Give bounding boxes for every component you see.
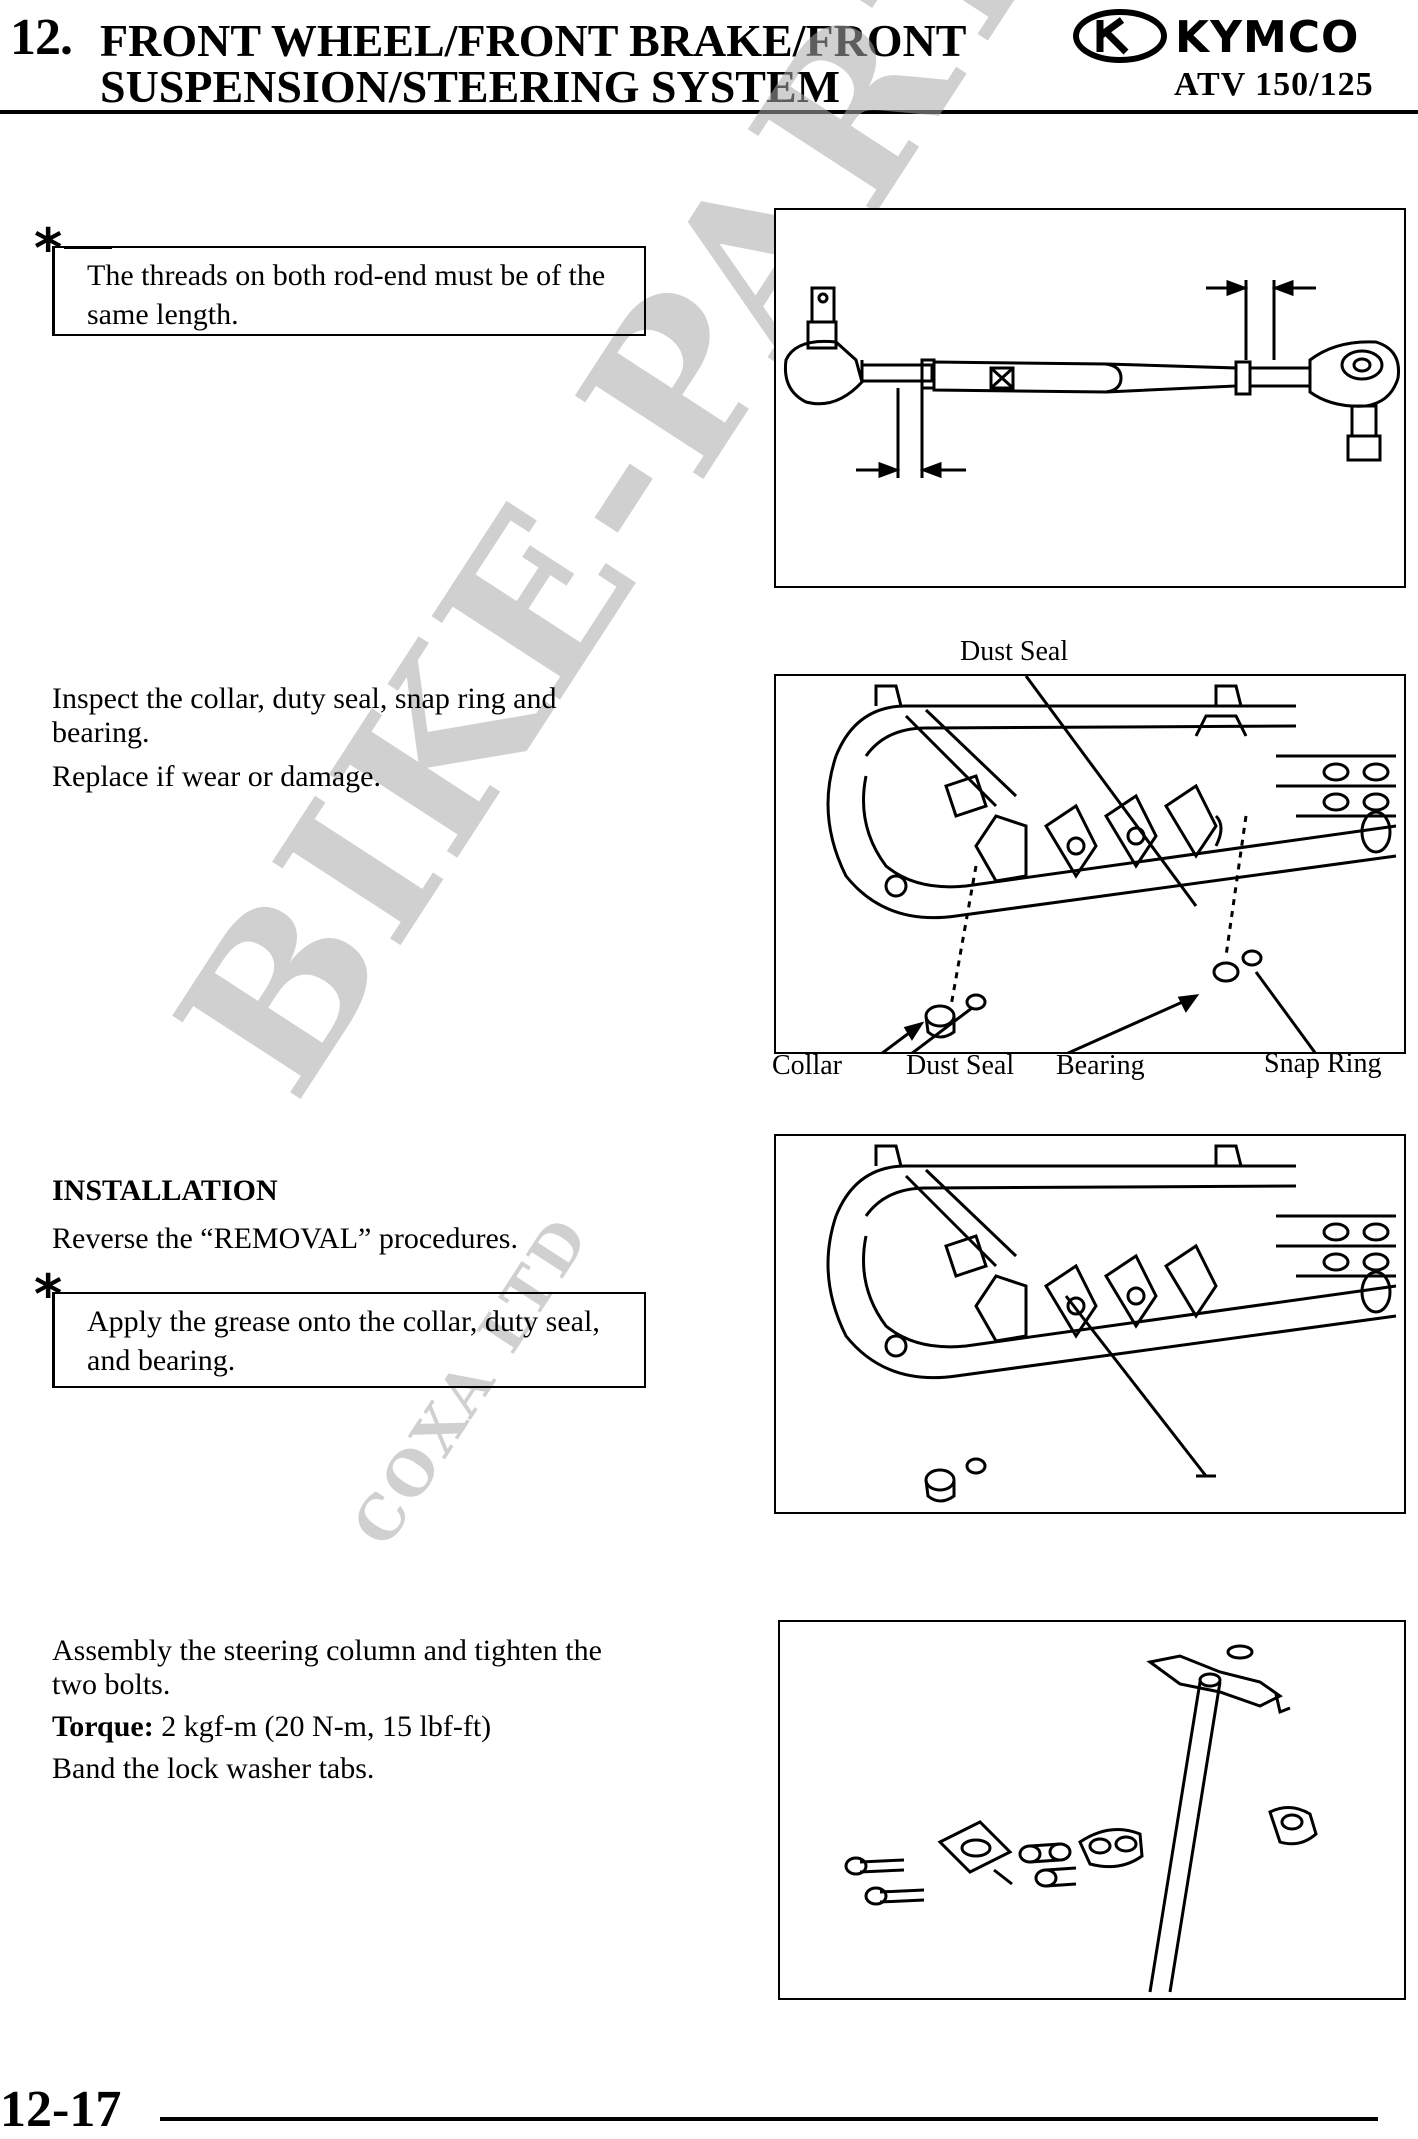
installation-heading: INSTALLATION [52, 1174, 278, 1207]
footer-rule [160, 2117, 1378, 2121]
chapter-number: 12. [10, 9, 73, 66]
label-bearing: Bearing [1056, 1050, 1145, 1081]
torque-label: Torque: [52, 1710, 154, 1743]
lock-washer-text: Band the lock washer tabs. [52, 1752, 375, 1785]
tie-rod-figure [774, 208, 1406, 588]
label-collar: Collar [772, 1050, 842, 1081]
note-asterisk-icon: * [34, 1263, 63, 1326]
assembly-text: Assembly the steering column and tighten… [52, 1634, 602, 1701]
label-snap-ring: Snap Ring [1264, 1048, 1382, 1079]
grease-note: Apply the grease onto the collar, duty s… [52, 1292, 646, 1388]
installation-text: Reverse the “REMOVAL” procedures. [52, 1222, 518, 1255]
header-rule [0, 110, 1418, 114]
a-arm-assembled-figure [774, 1134, 1406, 1514]
page-title-line1: FRONT WHEEL/FRONT BRAKE/FRONT [100, 15, 967, 66]
page-number: 12-17 [0, 2081, 122, 2138]
steering-column-figure [778, 1620, 1406, 2000]
torque-spec: Torque: 2 kgf-m (20 N-m, 15 lbf-ft) [52, 1710, 491, 1744]
inspect-text: Inspect the collar, duty seal, snap ring… [52, 682, 557, 749]
torque-value: 2 kgf-m (20 N-m, 15 lbf-ft) [161, 1710, 492, 1743]
rod-end-note: The threads on both rod-end must be of t… [52, 246, 646, 336]
label-dust-seal-top: Dust Seal [960, 636, 1069, 667]
page-title-line2: SUSPENSION/STEERING SYSTEM [100, 61, 841, 112]
a-arm-parts-figure [774, 674, 1406, 1054]
label-dust-seal-bottom: Dust Seal [906, 1050, 1015, 1081]
replace-text: Replace if wear or damage. [52, 760, 381, 793]
note-asterisk-icon: * [34, 217, 63, 280]
brand-name: KYMCO [1175, 12, 1359, 63]
model-name: ATV 150/125 [1174, 66, 1374, 103]
brand-logo: KYMCO [1070, 6, 1418, 66]
